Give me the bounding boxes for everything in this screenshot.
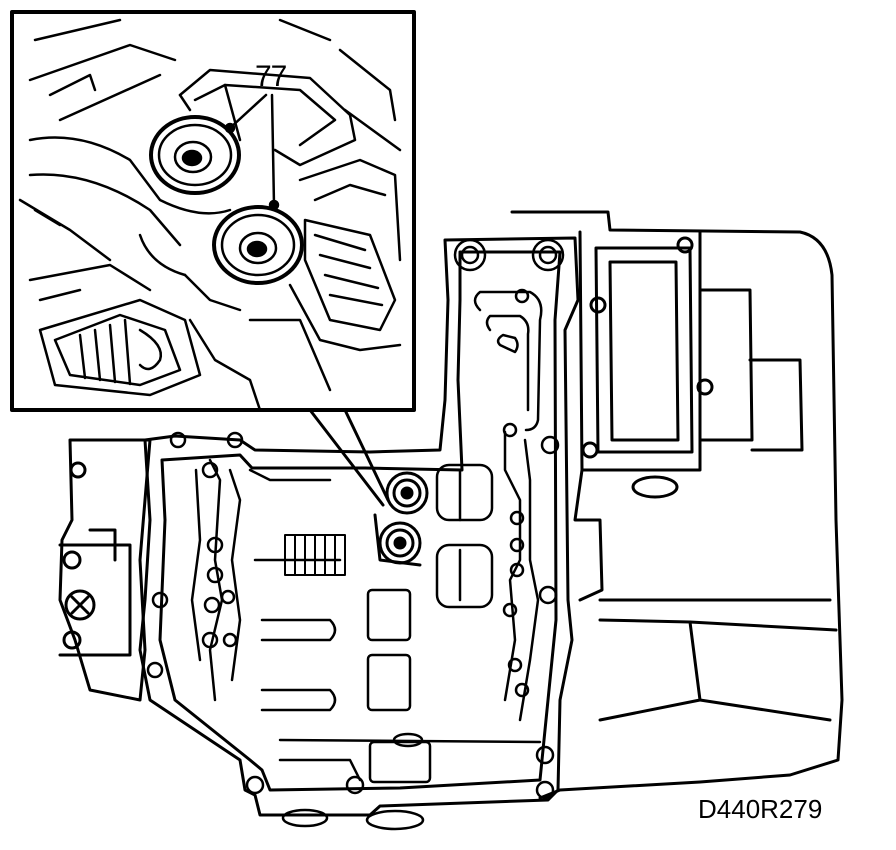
valve-pockets: [366, 463, 494, 784]
seal-77-lower: [212, 205, 304, 285]
seal-77-upper: [149, 115, 241, 195]
bolt-holes: [146, 238, 565, 831]
ribbed-detail: [284, 534, 346, 576]
detail-inset-content: [18, 18, 402, 412]
detail-inset-frame: [10, 10, 416, 412]
inset-leader: [308, 408, 390, 507]
left-flange: [58, 438, 152, 702]
drawing-code: D440R279: [698, 794, 823, 824]
callout-label-77: 77: [255, 60, 287, 93]
valve-body-plate: [138, 236, 580, 817]
seal-77-main-view: [373, 471, 429, 567]
callout-77-leaders: [224, 93, 280, 211]
transmission-housing: [510, 210, 844, 800]
